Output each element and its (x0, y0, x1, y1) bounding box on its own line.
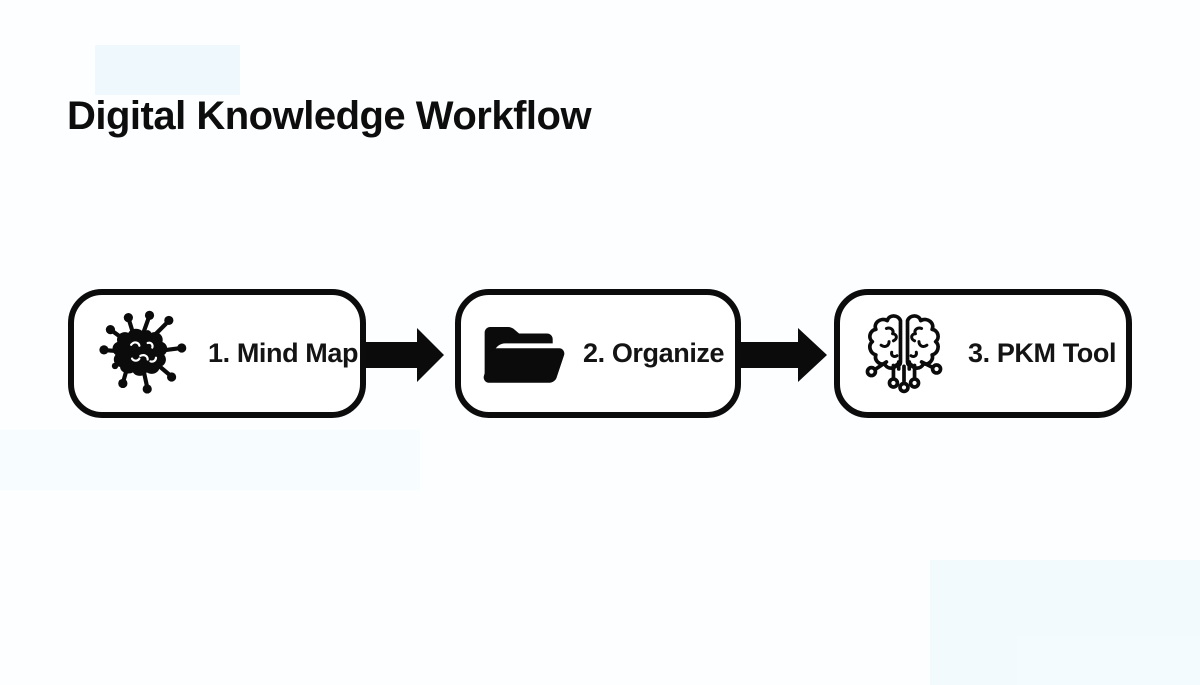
brain-circuit-icon (865, 313, 943, 393)
workflow-step-pkm-tool: 3. PKM Tool (834, 289, 1132, 418)
step-label: 1. Mind Map (208, 338, 359, 368)
arrow-right-icon (366, 328, 444, 382)
arrow-right-icon (741, 328, 827, 382)
step-label: 2. Organize (583, 338, 725, 368)
workflow-step-mind-map: 1. Mind Map (68, 289, 366, 418)
open-folder-icon (483, 326, 565, 383)
background-artifact (930, 560, 1200, 685)
mind-map-brain-icon (99, 310, 187, 394)
page-title: Digital Knowledge Workflow (67, 94, 592, 138)
background-artifact (95, 45, 240, 95)
background-artifact (0, 430, 420, 490)
step-label: 3. PKM Tool (968, 338, 1117, 368)
workflow-step-organize: 2. Organize (455, 289, 741, 418)
